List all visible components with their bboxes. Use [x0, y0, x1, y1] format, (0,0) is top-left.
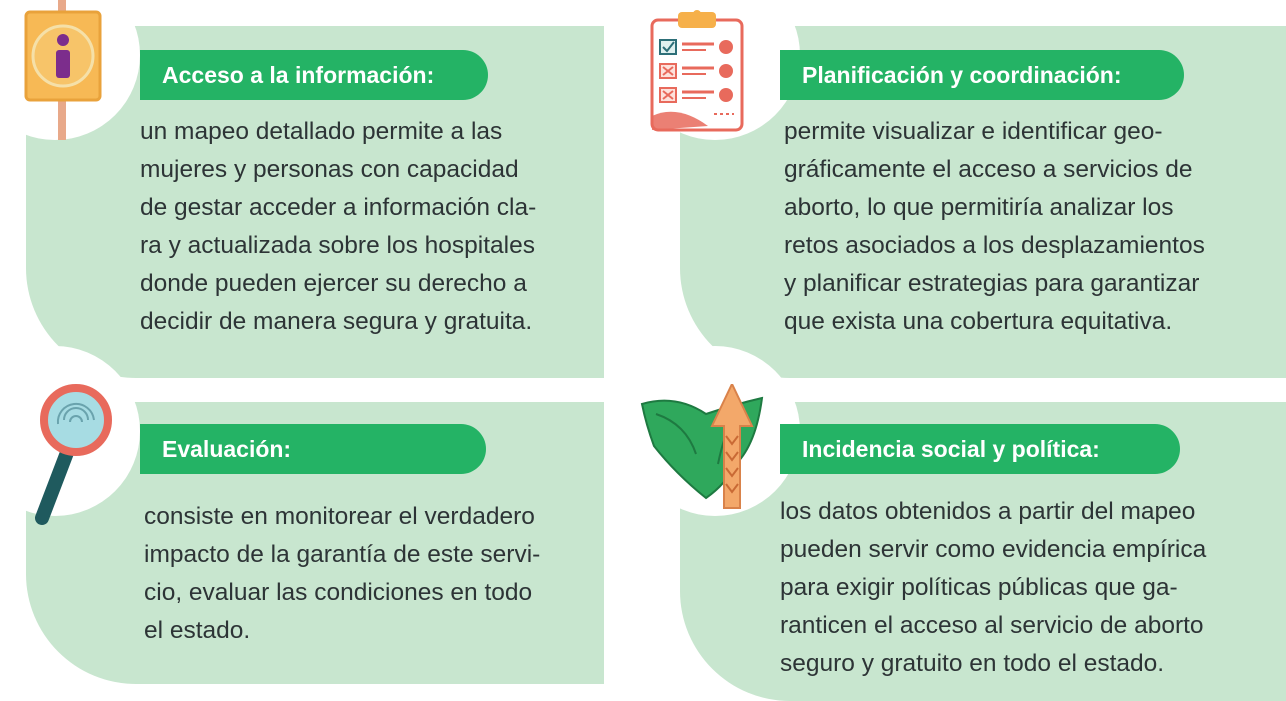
- card-body: consiste en monitorear el verdadero impa…: [144, 503, 541, 644]
- card-body: un mapeo detallado permite a las mujeres…: [140, 118, 537, 335]
- green-scarf-arrow-icon: [640, 384, 764, 509]
- card-body: permite visualizar e identificar geo- gr…: [784, 118, 1205, 335]
- card-title: Planificación y coordinación:: [780, 50, 1184, 100]
- clipboard-checklist-icon: [650, 10, 744, 132]
- card-body: los datos obtenidos a partir del mapeo p…: [780, 498, 1207, 677]
- card-title: Evaluación:: [140, 424, 486, 474]
- magnifying-glass-icon: [35, 384, 112, 525]
- card-title: Acceso a la información:: [140, 50, 488, 100]
- info-sign-icon: [24, 0, 102, 140]
- card-title: Incidencia social y política:: [780, 424, 1180, 474]
